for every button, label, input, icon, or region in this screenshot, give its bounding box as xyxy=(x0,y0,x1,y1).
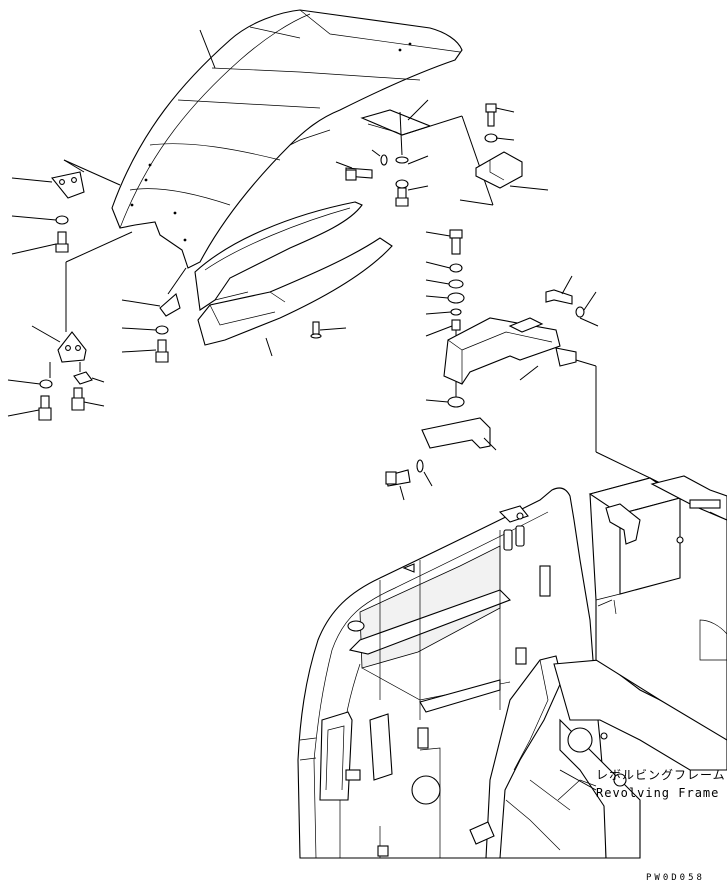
fender-pad xyxy=(194,201,393,346)
fender-cover xyxy=(111,9,463,269)
lower-bracket xyxy=(385,417,497,501)
bolt-set-center xyxy=(335,149,429,207)
drawing-code: PW0D058 xyxy=(646,873,705,883)
right-mid-bolt xyxy=(545,275,599,327)
right-upper-bracket xyxy=(475,103,549,191)
frame-label-en: Revolving Frame xyxy=(596,786,719,800)
left-mid-clip xyxy=(121,267,187,363)
center-top-bracket xyxy=(360,99,432,156)
center-bolt-stack xyxy=(425,229,465,408)
frame-leader xyxy=(559,769,597,791)
revolving-frame xyxy=(297,487,727,859)
pad-clip xyxy=(310,321,347,339)
frame-label-jp: レボルビングフレーム xyxy=(596,768,726,782)
rear-plate-box xyxy=(588,475,727,741)
support-bracket xyxy=(443,317,651,479)
left-upper-bracket xyxy=(11,159,121,255)
left-lower-bracket xyxy=(7,231,133,421)
